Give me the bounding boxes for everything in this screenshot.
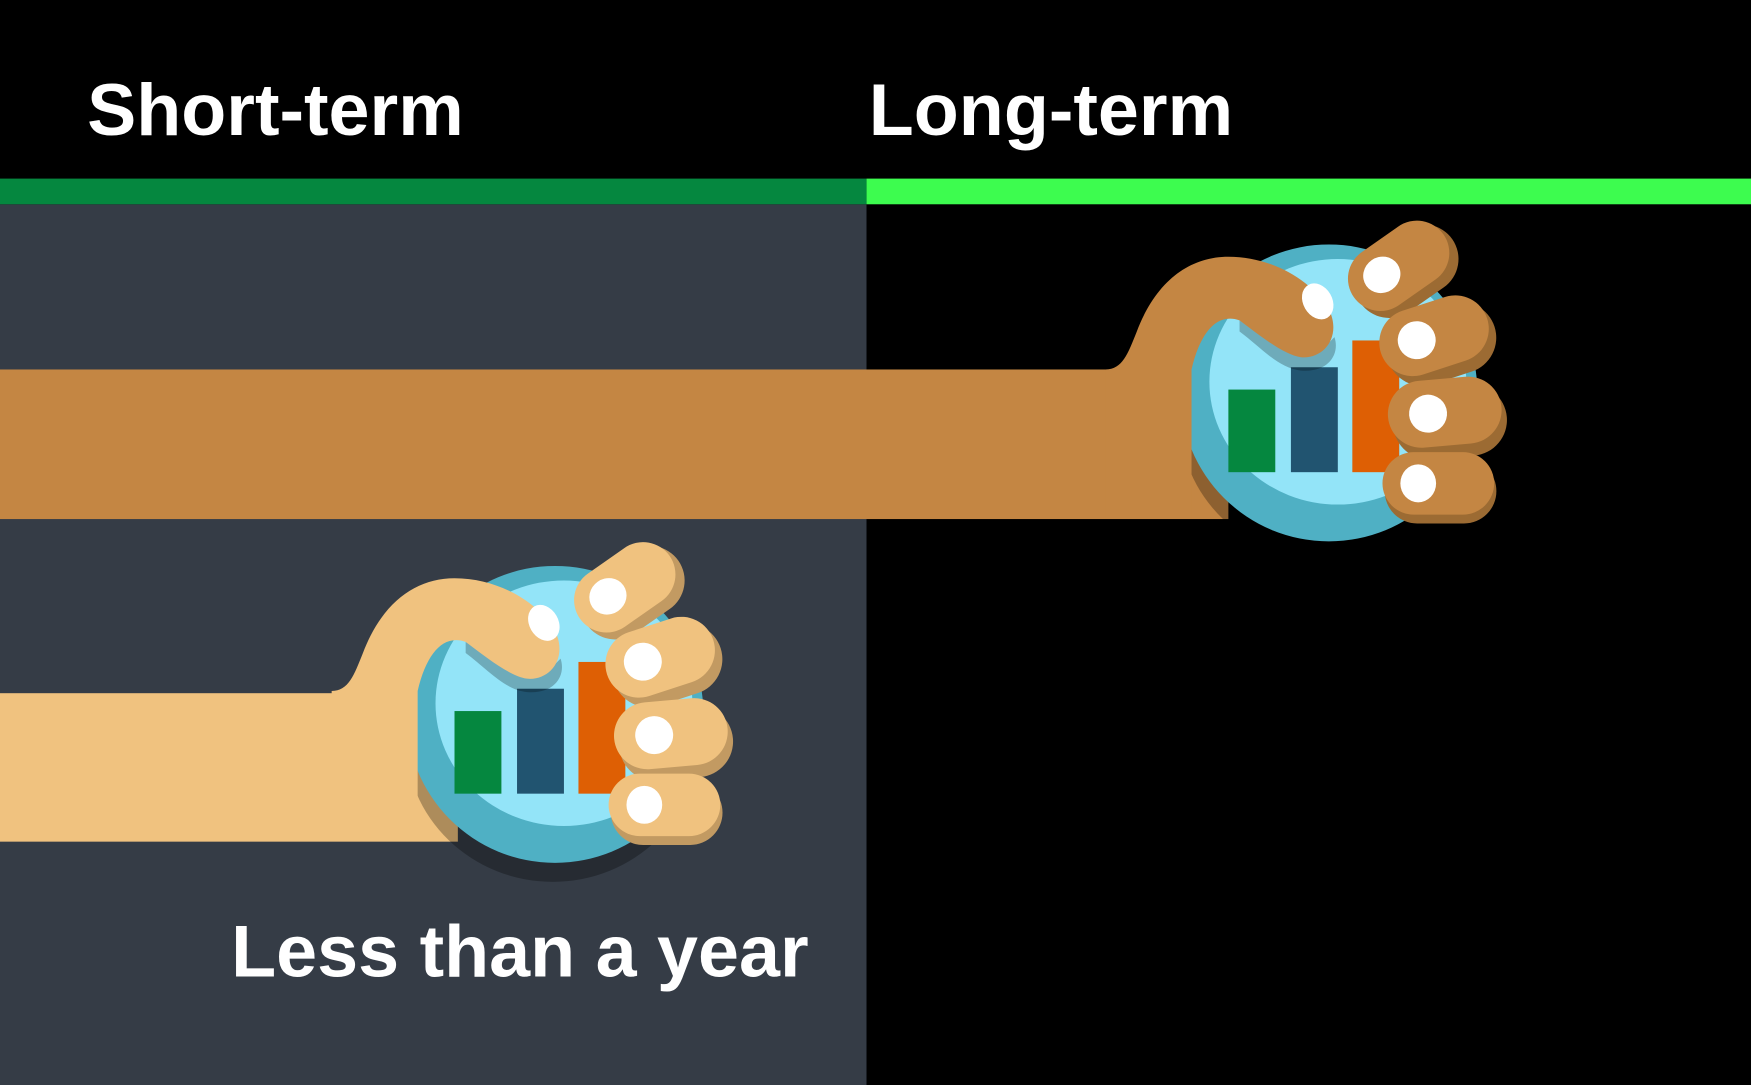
long-term-bar <box>866 178 1751 205</box>
short-term-title: Short-term <box>87 68 464 151</box>
short-term-bar <box>0 178 867 205</box>
long-term-title: Long-term <box>869 68 1233 151</box>
long-term-hand-icon <box>0 205 1510 561</box>
header-band <box>0 0 1751 179</box>
short-term-caption: Less than a year <box>231 910 809 993</box>
short-term-hand-icon <box>0 526 737 882</box>
